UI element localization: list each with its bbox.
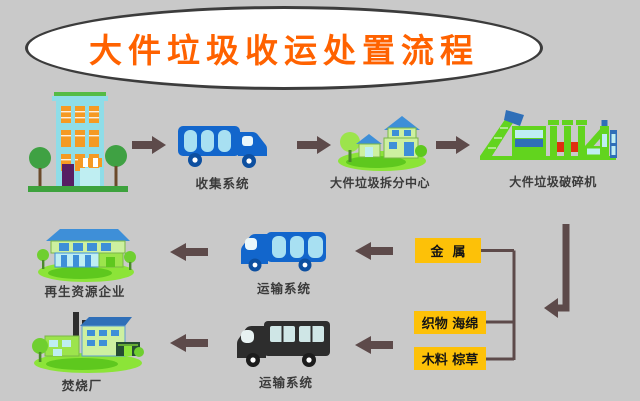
transport-truck-blue-label: 运输系统 — [256, 281, 311, 296]
residence-building-icon — [28, 92, 128, 194]
crusher-label: 大件垃圾破碎机 — [509, 175, 597, 189]
diagram-title: 大件垃圾收运处置流程 — [89, 31, 479, 70]
crusher-machine-icon — [478, 106, 618, 162]
collection-truck-icon — [178, 118, 268, 170]
dismantle-center-icon — [336, 108, 428, 172]
left-arrow-icon — [355, 242, 393, 264]
left-arrow-icon — [170, 243, 208, 265]
incineration-plant-icon — [32, 308, 144, 374]
right-arrow-icon — [132, 136, 166, 158]
dismantle-center-label: 大件垃圾拆分中心 — [329, 176, 430, 190]
down-left-arrow-icon — [538, 222, 576, 326]
category-tag-fabric-sponge: 织物 海绵 — [414, 311, 486, 334]
category-bracket-connector — [480, 244, 518, 368]
right-arrow-icon — [436, 136, 470, 158]
collection-truck-label: 收集系统 — [195, 176, 250, 191]
transport-truck-black-label: 运输系统 — [258, 375, 313, 390]
recycling-plant-label: 再生资源企业 — [44, 284, 126, 299]
transport-truck-black-icon — [235, 316, 331, 368]
category-tag-metal: 金属 — [415, 238, 481, 263]
right-arrow-icon — [297, 136, 331, 158]
incineration-plant-label: 焚烧厂 — [61, 378, 103, 393]
title-ellipse: 大件垃圾收运处置流程 — [25, 6, 543, 90]
transport-truck-blue-icon — [239, 226, 328, 272]
left-arrow-icon — [355, 336, 393, 358]
recycling-plant-icon — [36, 221, 136, 283]
category-tag-wood-palm: 木料 棕草 — [414, 347, 486, 370]
left-arrow-icon — [170, 334, 208, 356]
